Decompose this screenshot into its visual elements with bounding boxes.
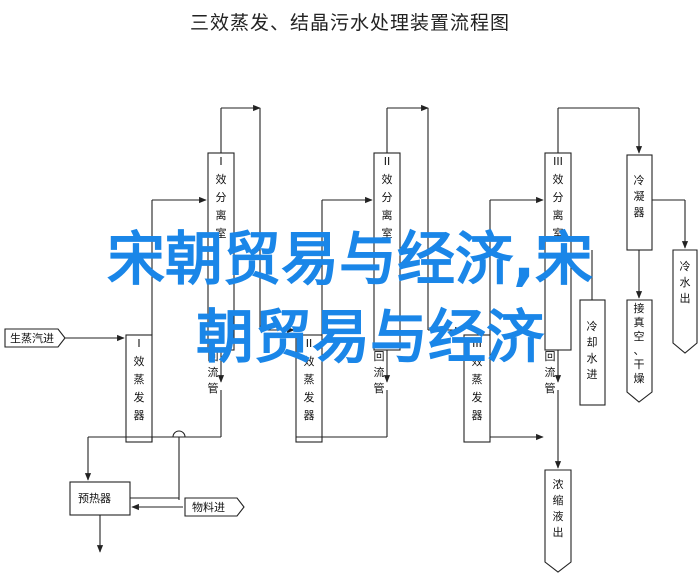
overlay-text-line-2: 朝贸易与经济 [195,303,544,371]
cold-water-label-char: 出 [680,291,691,305]
cold-water-label-char: 水 [680,276,691,289]
cold-water-shape [672,249,698,354]
sep1-label-char: 室 [216,226,227,240]
sep1-label-char: I [219,155,222,168]
sep1-label-char: 效 [216,172,227,186]
return1-label-char: 管 [208,381,219,395]
sep2-label-char: II [384,155,391,168]
preheater-label: 预热器 [78,492,111,505]
sep2-label-char: 效 [382,172,393,186]
dryer-label-char: 干 [634,358,645,371]
evaporator-1-box [125,334,153,443]
feed-inlet-tag [184,497,245,517]
conc-label-char: 浓 [553,478,564,491]
evap3-label-char: 效 [472,354,483,368]
conc-label-char: 出 [553,525,564,539]
evap1-label-char: I [137,337,140,350]
evap3-label-char: 器 [472,409,483,422]
return2-label-char: 回 [374,350,385,363]
evap3-label-char: 蒸 [472,373,483,386]
cool-label-char: 却 [587,336,598,349]
return3-label-char: 流 [545,365,556,379]
sep3-label-char: 室 [553,226,564,240]
sep3-label-char: III [553,155,563,168]
condenser-label-char: 器 [634,206,645,219]
evap2-label-char: 蒸 [304,373,315,386]
overlay-text-line-1: 宋朝贸易与经济,宋 [106,225,594,293]
sep3-label-char: 离 [553,208,564,222]
sep2-label-char: 室 [382,226,393,240]
cool-label-char: 冷 [587,320,598,333]
feed-inlet-label: 物料进 [192,500,225,514]
evap2-label-char: 效 [304,354,315,368]
dryer-label-char: 空 [634,329,645,343]
dryer-shape [626,299,653,403]
return3-label-char: 管 [545,381,556,395]
return1-label-char: 回 [208,350,219,363]
evap1-label-char: 蒸 [134,373,145,386]
sep2-label-char: 离 [382,208,393,222]
sep1-label-char: 离 [216,208,227,222]
return2-label-char: 流 [374,365,385,379]
sep3-label-char: 分 [553,191,564,204]
dryer-label-char: 接 [634,302,645,315]
evap2-label-char: 器 [304,409,315,422]
evap2-label-char: II [306,337,313,350]
evap3-label-char: 发 [472,390,483,404]
sep3-label-char: 效 [553,172,564,186]
return1-label-char: 流 [208,365,219,379]
cold-water-label-char: 冷 [680,260,691,273]
steam-inlet-label: 生蒸汽进 [10,331,54,345]
cool-label-char: 水 [587,352,598,365]
evap3-label-char: III [472,337,482,350]
condenser-label-char: 冷 [634,174,645,187]
evap1-label-char: 器 [134,409,145,422]
dryer-label-char: 、 [634,344,645,357]
dryer-label-char: 真 [634,315,645,329]
evap2-label-char: 发 [304,390,315,404]
sep1-label-char: 分 [216,191,227,204]
cool-label-char: 进 [587,368,598,381]
evap1-label-char: 发 [134,390,145,404]
evaporator-3-box [463,334,491,443]
concentrate-shape [544,469,572,573]
return3-label-char: 回 [545,350,556,363]
conc-label-char: 液 [553,509,564,523]
evap1-label-char: 效 [134,354,145,368]
steam-inlet-tag [4,328,66,348]
conc-label-char: 缩 [553,494,564,507]
dryer-label-char: 燥 [634,372,645,385]
sep2-label-char: 分 [382,191,393,204]
return2-label-char: 管 [374,381,385,395]
evaporator-2-box [295,334,323,443]
condenser-label-char: 凝 [634,189,645,203]
diagram-title: 三效蒸发、结晶污水处理装置流程图 [189,12,510,34]
